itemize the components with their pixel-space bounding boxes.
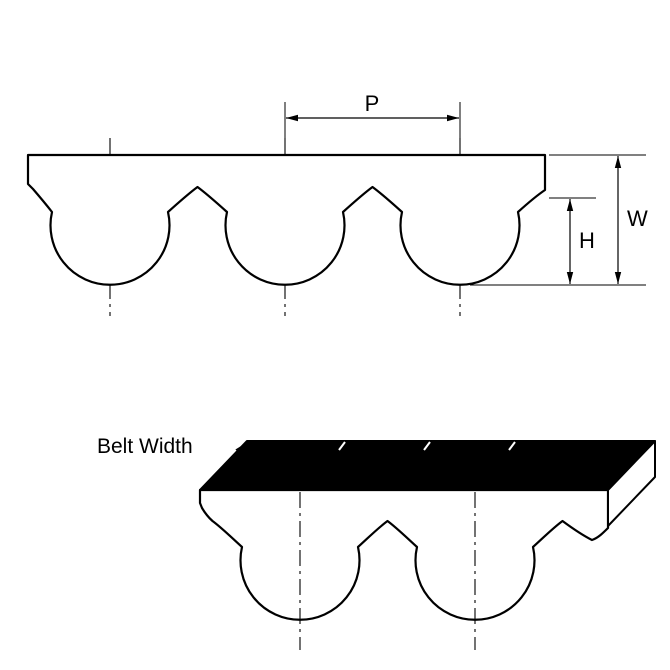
tooth-gap-tick: [423, 441, 431, 451]
belt-front-face: [198, 488, 610, 621]
belt-3d-view: Belt Width: [97, 435, 656, 650]
belt-width-label: Belt Width: [97, 435, 193, 458]
pitch-dimension: P: [284, 91, 461, 150]
belt-end-face: [607, 440, 656, 527]
arrowhead-left-icon: [286, 114, 298, 122]
arrowhead-down-icon: [614, 272, 622, 284]
belt-width-arrow-line: [207, 449, 241, 487]
arrowhead-up-icon: [614, 156, 622, 168]
tooth-height-dimension: H: [566, 199, 595, 284]
arrowhead-upright-icon: [235, 443, 246, 455]
belt-profile-outline: [26, 153, 547, 286]
arrowhead-right-icon: [447, 114, 459, 122]
belt-top-surface: [199, 440, 656, 491]
belt-cross-section-view: P W H: [26, 91, 648, 316]
belt-thickness-label: W: [627, 206, 648, 231]
tooth-gap-tick: [508, 441, 516, 451]
pitch-label: P: [365, 91, 380, 116]
belt-thickness-dimension: W: [614, 156, 648, 284]
belt-width-callout: Belt Width: [97, 435, 246, 487]
arrowhead-up-icon: [566, 199, 574, 211]
arrowhead-down-icon: [566, 272, 574, 284]
tooth-height-label: H: [579, 228, 595, 253]
tooth-gap-tick: [338, 441, 346, 451]
